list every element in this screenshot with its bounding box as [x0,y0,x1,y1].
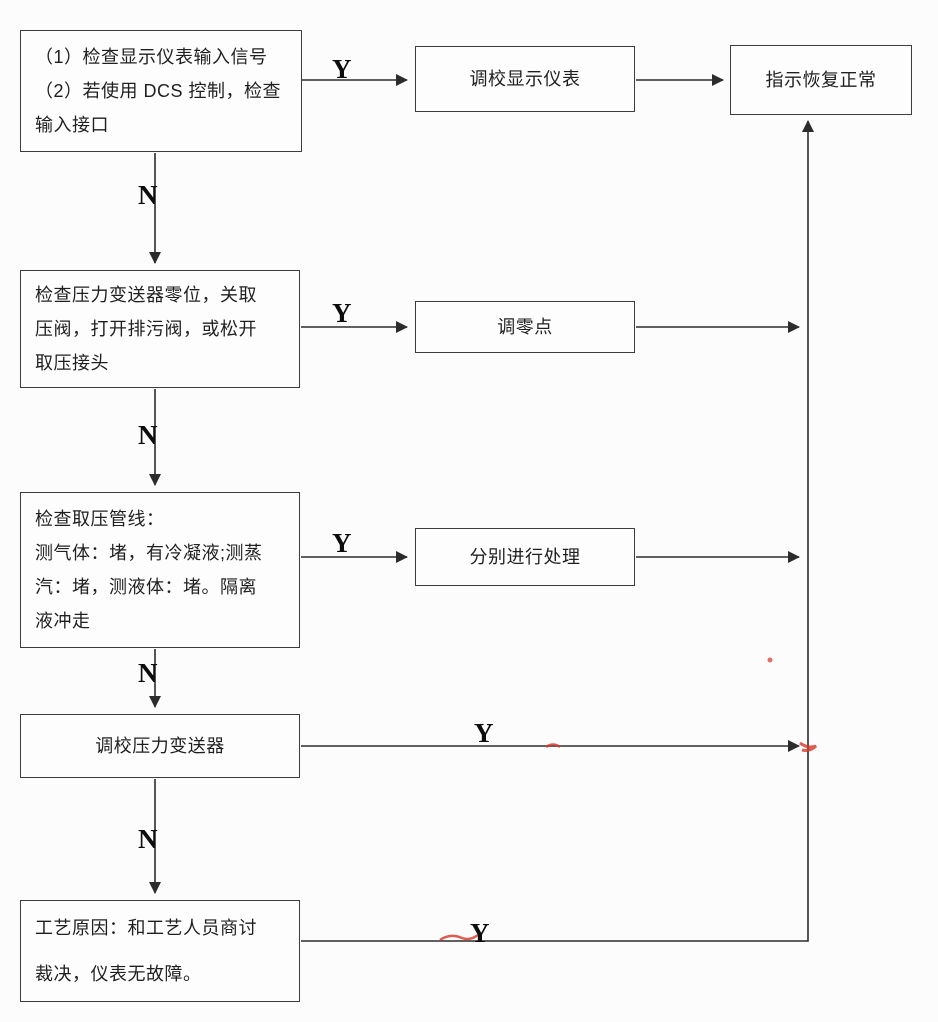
label-yes-1: Y [332,54,352,84]
label-yes-5: Y [470,918,490,948]
red-artifact-4 [767,657,773,663]
node-text-line: 裁决，仪表无故障。 [35,964,202,984]
red-artifact-1 [545,743,561,749]
label-yes-3: Y [332,528,352,558]
node-check-pressure-lines: 检查取压管线： 测气体：堵，有冷凝液;测蒸 汽：堵，测液体：堵。隔离 液冲走 [20,492,300,648]
connector-step5-yes-trunk [301,120,814,942]
node-text-line: （2）若使用 DCS 控制，检查输入接口 [35,81,282,135]
red-artifact-3 [439,933,479,942]
node-text: 调零点 [497,317,553,337]
node-adjust-zero: 调零点 [415,301,635,353]
node-calibrate-transmitter: 调校压力变送器 [20,714,300,778]
node-text-line: 工艺原因：和工艺人员商讨 [35,918,257,938]
node-text-line: 压阀，打开排污阀，或松开 [35,319,257,339]
node-text-line: （1）检查显示仪表输入信号 [35,47,268,67]
label-yes-2: Y [332,298,352,328]
label-no-1: N [138,180,158,210]
node-handle-separately: 分别进行处理 [415,528,635,586]
label-no-3: N [138,658,158,688]
node-process-reason: 工艺原因：和工艺人员商讨 裁决，仪表无故障。 [20,900,300,1002]
node-indication-normal: 指示恢复正常 [730,45,912,115]
label-no-2: N [138,420,158,450]
node-text: 指示恢复正常 [765,70,877,90]
node-calibrate-display: 调校显示仪表 [415,46,635,112]
node-text-line: 液冲走 [35,611,91,631]
node-check-display-input: （1）检查显示仪表输入信号 （2）若使用 DCS 控制，检查输入接口 [20,30,302,152]
node-check-transmitter-zero: 检查压力变送器零位，关取 压阀，打开排污阀，或松开 取压接头 [20,270,300,388]
node-text-line: 检查压力变送器零位，关取 [35,285,257,305]
red-artifact-2 [799,741,818,752]
label-no-4: N [138,824,158,854]
node-text: 调校显示仪表 [469,69,581,89]
node-text-line: 汽：堵，测液体：堵。隔离 [35,577,257,597]
node-text-line: 检查取压管线： [35,509,165,529]
node-text: 调校压力变送器 [95,736,225,756]
label-yes-4: Y [474,718,494,748]
node-text-line: 取压接头 [35,353,109,373]
node-text: 分别进行处理 [469,547,581,567]
node-text-line: 测气体：堵，有冷凝液;测蒸 [35,543,263,563]
